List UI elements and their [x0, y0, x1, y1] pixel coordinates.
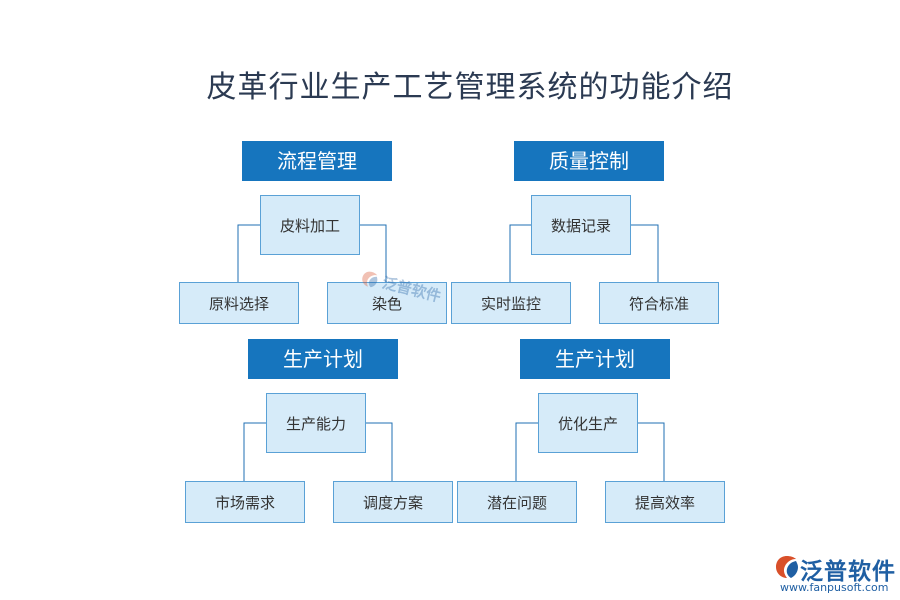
node-market-demand: 市场需求 [185, 481, 305, 523]
group-header-process-management: 流程管理 [242, 141, 392, 181]
connector-line [515, 422, 539, 481]
connector-line [637, 422, 665, 481]
connector-line [366, 422, 393, 481]
fanpu-logo-icon [362, 271, 378, 287]
logo-url: www.fanpusoft.com [780, 581, 889, 594]
fanpu-logo-icon [776, 556, 798, 578]
node-production-capacity: 生产能力 [266, 393, 366, 453]
connector-line [630, 224, 659, 282]
node-meets-standard: 符合标准 [599, 282, 719, 324]
connector-line [243, 422, 267, 481]
node-leather-processing: 皮料加工 [260, 195, 360, 255]
node-improve-efficiency: 提高效率 [605, 481, 725, 523]
connector-line [359, 224, 387, 282]
brand-logo: 泛普软件 www.fanpusoft.com [774, 552, 898, 598]
node-potential-issues: 潜在问题 [457, 481, 577, 523]
node-scheduling-plan: 调度方案 [333, 481, 453, 523]
node-dyeing: 染色 [327, 282, 447, 324]
group-header-production-planning: 生产计划 [248, 339, 398, 379]
watermark: 泛普软件 [359, 266, 444, 306]
connector-line [509, 224, 532, 282]
group-header-production-planning-2: 生产计划 [520, 339, 670, 379]
page-title: 皮革行业生产工艺管理系统的功能介绍 [206, 70, 734, 105]
node-realtime-monitoring: 实时监控 [451, 282, 571, 324]
node-material-selection: 原料选择 [179, 282, 299, 324]
connector-line [237, 224, 261, 282]
logo-text: 泛普软件 [800, 559, 896, 585]
group-header-quality-control: 质量控制 [514, 141, 664, 181]
node-optimize-production: 优化生产 [538, 393, 638, 453]
node-data-recording: 数据记录 [531, 195, 631, 255]
